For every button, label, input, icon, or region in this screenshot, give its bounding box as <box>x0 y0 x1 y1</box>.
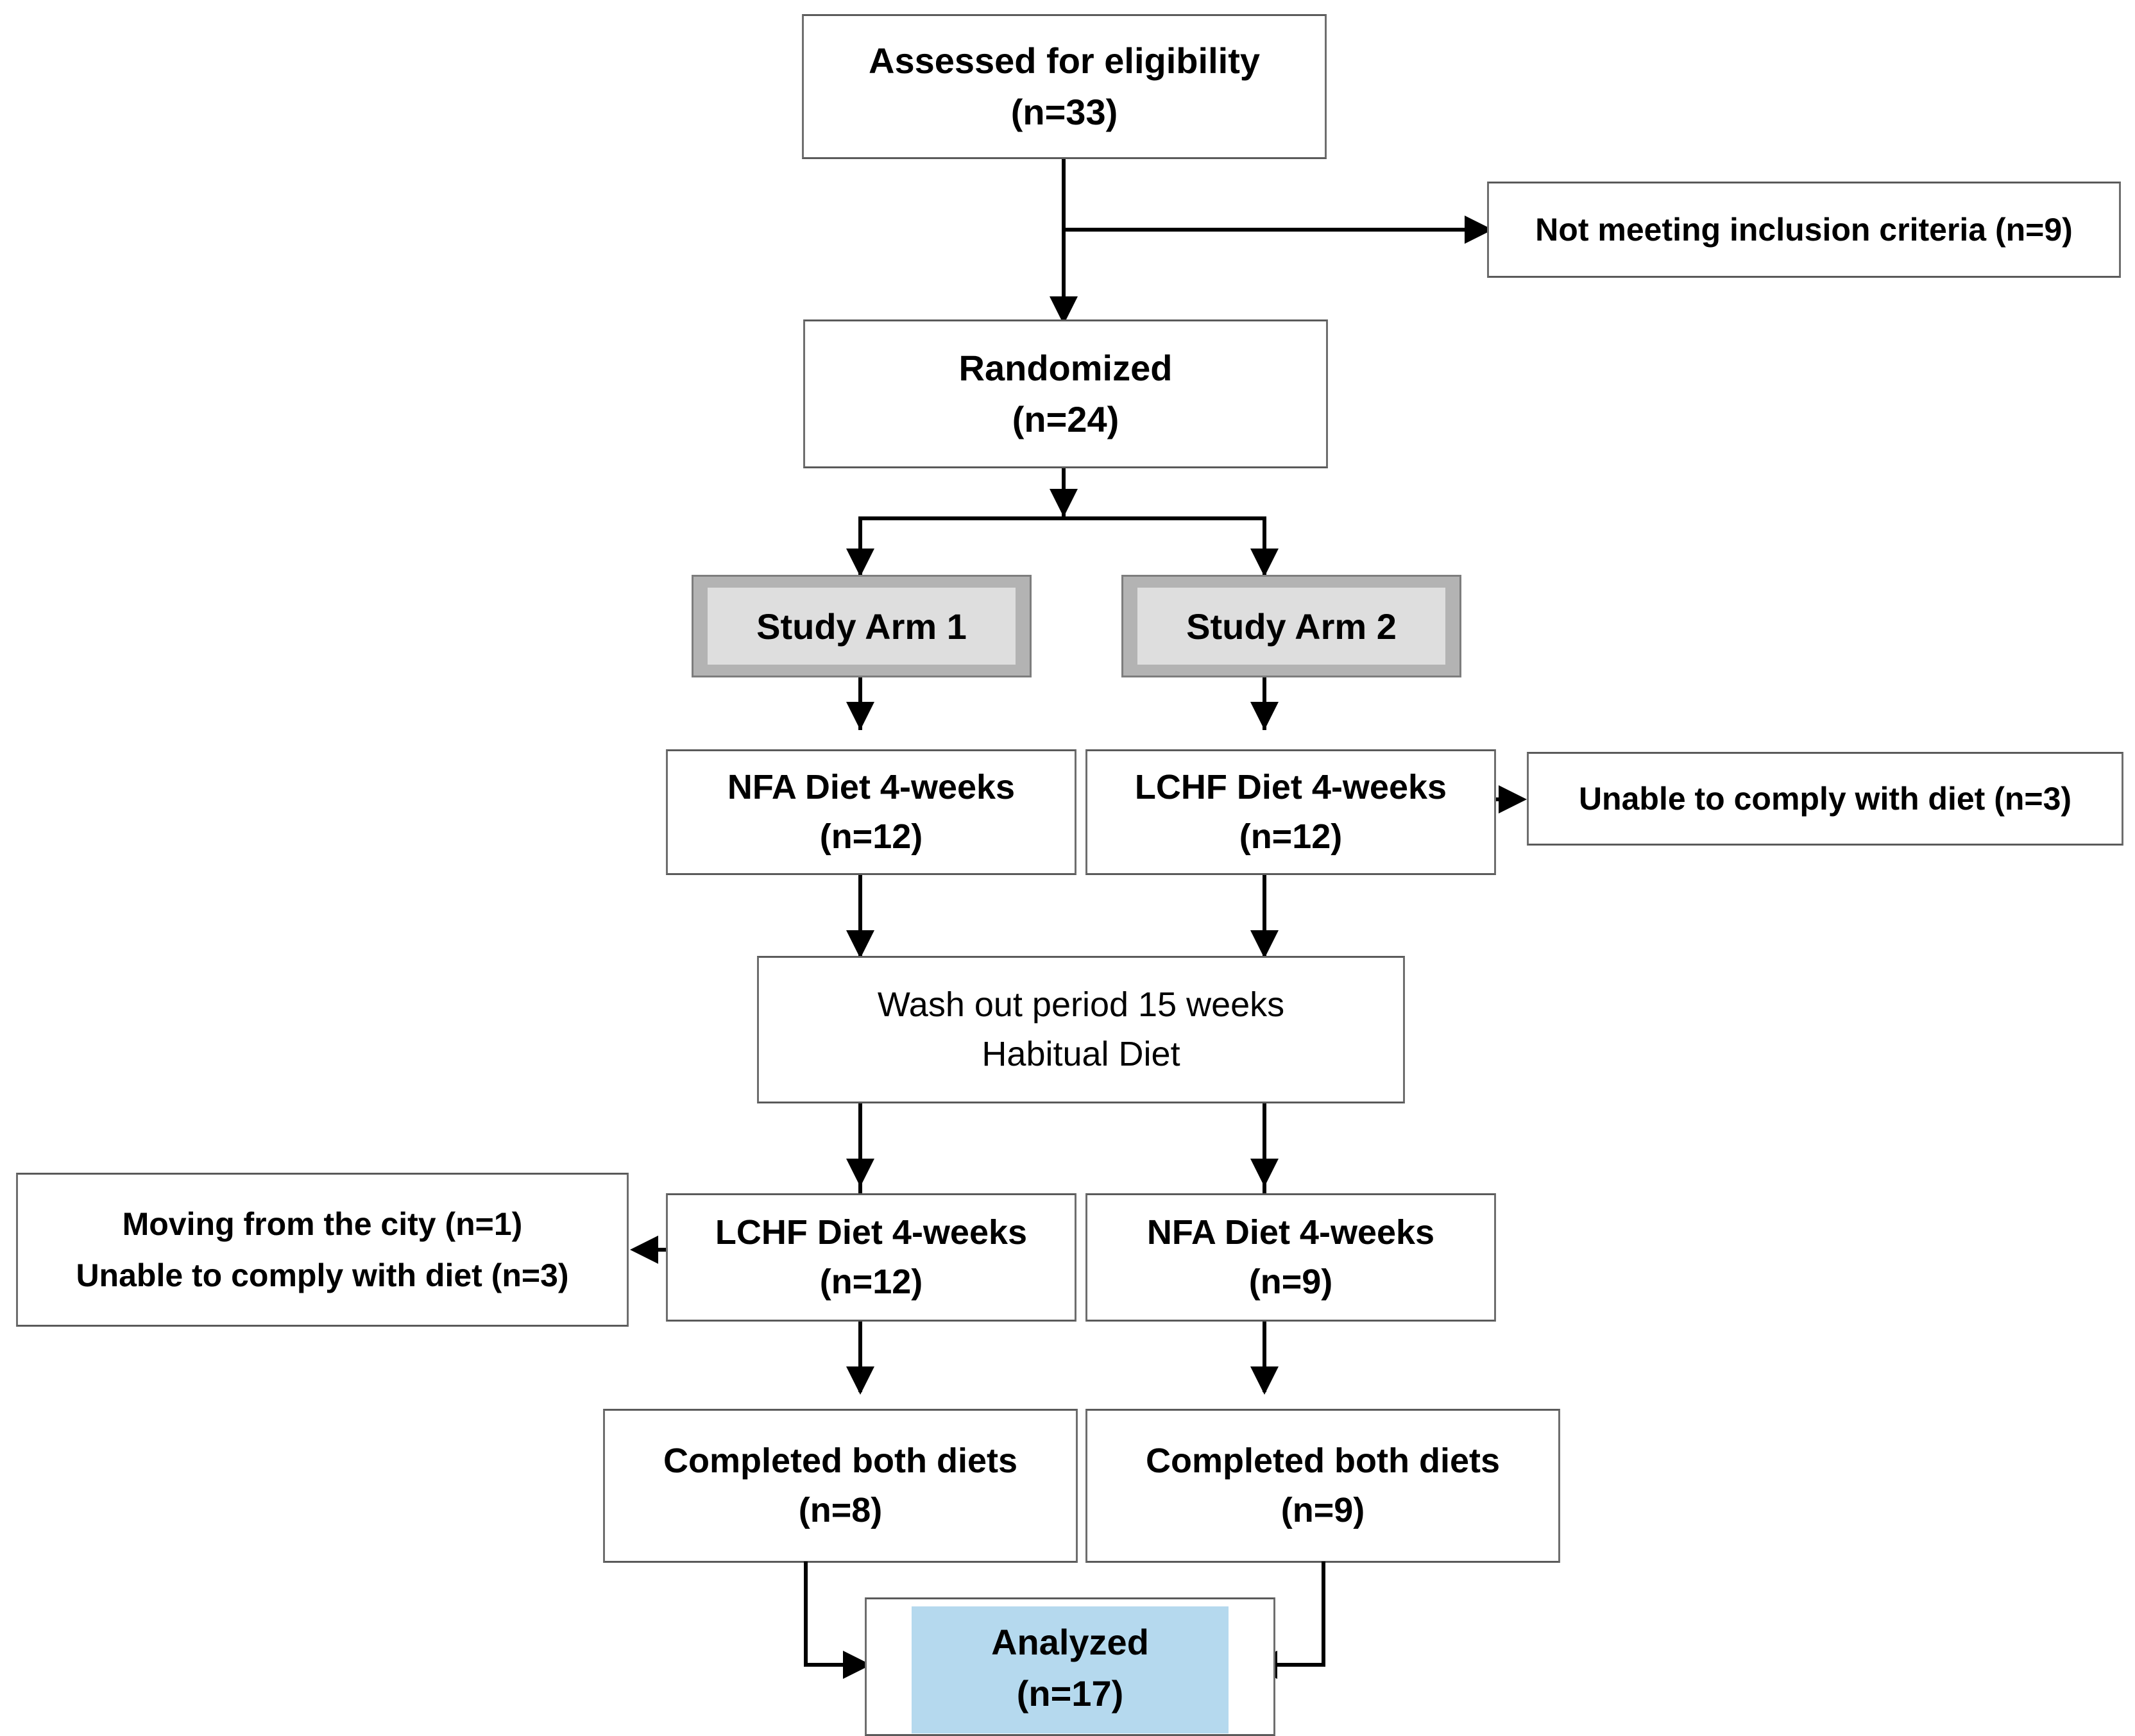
arrow-lchf2-to-completed-icon <box>846 1366 874 1395</box>
node-analyzed-line2: (n=17) <box>1016 1673 1124 1714</box>
connector-to-arm1 <box>858 516 862 577</box>
node-completed-left-line2: (n=8) <box>798 1491 883 1529</box>
arrow-washout-to-lchf2-icon <box>846 1159 874 1187</box>
node-lchf-diet-period-1: LCHF Diet 4-weeks (n=12) <box>1085 749 1496 875</box>
arrow-to-arm2-icon <box>1250 549 1279 577</box>
node-completed-left-line1: Completed both diets <box>663 1442 1017 1481</box>
node-assessed-line2: (n=33) <box>1010 92 1118 132</box>
connector-lchf1-to-washout <box>1263 875 1266 958</box>
node-nfa1-line1: NFA Diet 4-weeks <box>727 768 1016 807</box>
node-unable-to-comply-right: Unable to comply with diet (n=3) <box>1527 752 2123 846</box>
node-completed-right-line2: (n=9) <box>1280 1491 1365 1529</box>
connector-to-arm2 <box>1263 516 1266 577</box>
node-dropout-line1: Moving from the city (n=1) <box>122 1206 523 1242</box>
node-lchf1-line2: (n=12) <box>1239 817 1343 856</box>
study-arm-1-label: Study Arm 1 <box>708 588 1016 665</box>
node-washout-line1: Wash out period 15 weeks <box>877 985 1285 1025</box>
node-completed-both-diets-left: Completed both diets (n=8) <box>603 1409 1078 1563</box>
node-lchf1-line1: LCHF Diet 4-weeks <box>1134 768 1447 807</box>
analyzed-highlight-panel: Analyzed (n=17) <box>911 1606 1229 1733</box>
node-dropout-reasons-left: Moving from the city (n=1) Unable to com… <box>16 1173 629 1327</box>
arrow-arm2-to-lchf1-icon <box>1250 702 1279 730</box>
node-nfa2-line2: (n=9) <box>1248 1263 1333 1301</box>
node-randomized-line2: (n=24) <box>1012 399 1119 439</box>
node-assessed-for-eligibility: Assessed for eligibility (n=33) <box>802 14 1327 159</box>
node-lchf-diet-period-2: LCHF Diet 4-weeks (n=12) <box>666 1193 1076 1322</box>
node-completed-right-line1: Completed both diets <box>1146 1442 1500 1481</box>
node-analyzed-line1: Analyzed <box>991 1622 1149 1663</box>
connector-completed-right-to-analyzed <box>1275 1663 1325 1667</box>
connector-washout-to-lchf2 <box>858 1103 862 1193</box>
connector-assessed-to-exclusion <box>1062 228 1466 232</box>
node-dropout-line2: Unable to comply with diet (n=3) <box>76 1257 569 1293</box>
node-completed-both-diets-right: Completed both diets (n=9) <box>1085 1409 1560 1563</box>
node-unable-comply-right-line1: Unable to comply with diet (n=3) <box>1578 780 2072 817</box>
node-study-arm-2: Study Arm 2 <box>1121 575 1461 677</box>
node-nfa-diet-period-1: NFA Diet 4-weeks (n=12) <box>666 749 1076 875</box>
node-nfa1-line2: (n=12) <box>819 817 923 856</box>
connector-arm-split-bar <box>858 516 1266 520</box>
node-randomized: Randomized (n=24) <box>803 319 1328 468</box>
connector-nfa2-to-completed-right <box>1263 1322 1266 1392</box>
arrow-to-dropout-icon <box>630 1236 658 1264</box>
connector-completed-left-down <box>804 1562 808 1667</box>
arrow-nfa2-to-completed-icon <box>1250 1366 1279 1395</box>
connector-washout-to-nfa2 <box>1263 1103 1266 1193</box>
arrow-nfa1-to-washout-icon <box>846 930 874 958</box>
arrow-to-unable-comply-icon <box>1499 785 1527 813</box>
node-assessed-line1: Assessed for eligibility <box>869 40 1260 81</box>
node-lchf2-line1: LCHF Diet 4-weeks <box>715 1213 1028 1252</box>
node-randomized-line1: Randomized <box>958 348 1173 389</box>
arrow-washout-to-nfa2-icon <box>1250 1159 1279 1187</box>
arrow-to-arm1-icon <box>846 549 874 577</box>
node-analyzed: Analyzed (n=17) <box>865 1597 1275 1736</box>
node-nfa2-line1: NFA Diet 4-weeks <box>1146 1213 1435 1252</box>
arrow-lchf1-to-washout-icon <box>1250 930 1279 958</box>
node-nfa-diet-period-2: NFA Diet 4-weeks (n=9) <box>1085 1193 1496 1322</box>
connector-completed-left-to-analyzed <box>804 1663 855 1667</box>
arrow-randomized-split-icon <box>1050 489 1078 517</box>
connector-lchf2-to-completed-left <box>858 1322 862 1392</box>
node-wash-out-period: Wash out period 15 weeks Habitual Diet <box>757 956 1405 1103</box>
connector-assessed-trunk <box>1062 159 1066 319</box>
arrow-arm1-to-nfa1-icon <box>846 702 874 730</box>
node-not-meeting-line1: Not meeting inclusion criteria (n=9) <box>1535 211 2073 248</box>
study-arm-2-label: Study Arm 2 <box>1137 588 1445 665</box>
node-study-arm-1: Study Arm 1 <box>692 575 1032 677</box>
node-not-meeting-inclusion-criteria: Not meeting inclusion criteria (n=9) <box>1487 182 2121 278</box>
connector-nfa1-to-washout <box>858 875 862 958</box>
node-lchf2-line2: (n=12) <box>819 1263 923 1301</box>
connector-completed-right-down <box>1322 1562 1325 1667</box>
node-washout-line2: Habitual Diet <box>982 1035 1180 1073</box>
